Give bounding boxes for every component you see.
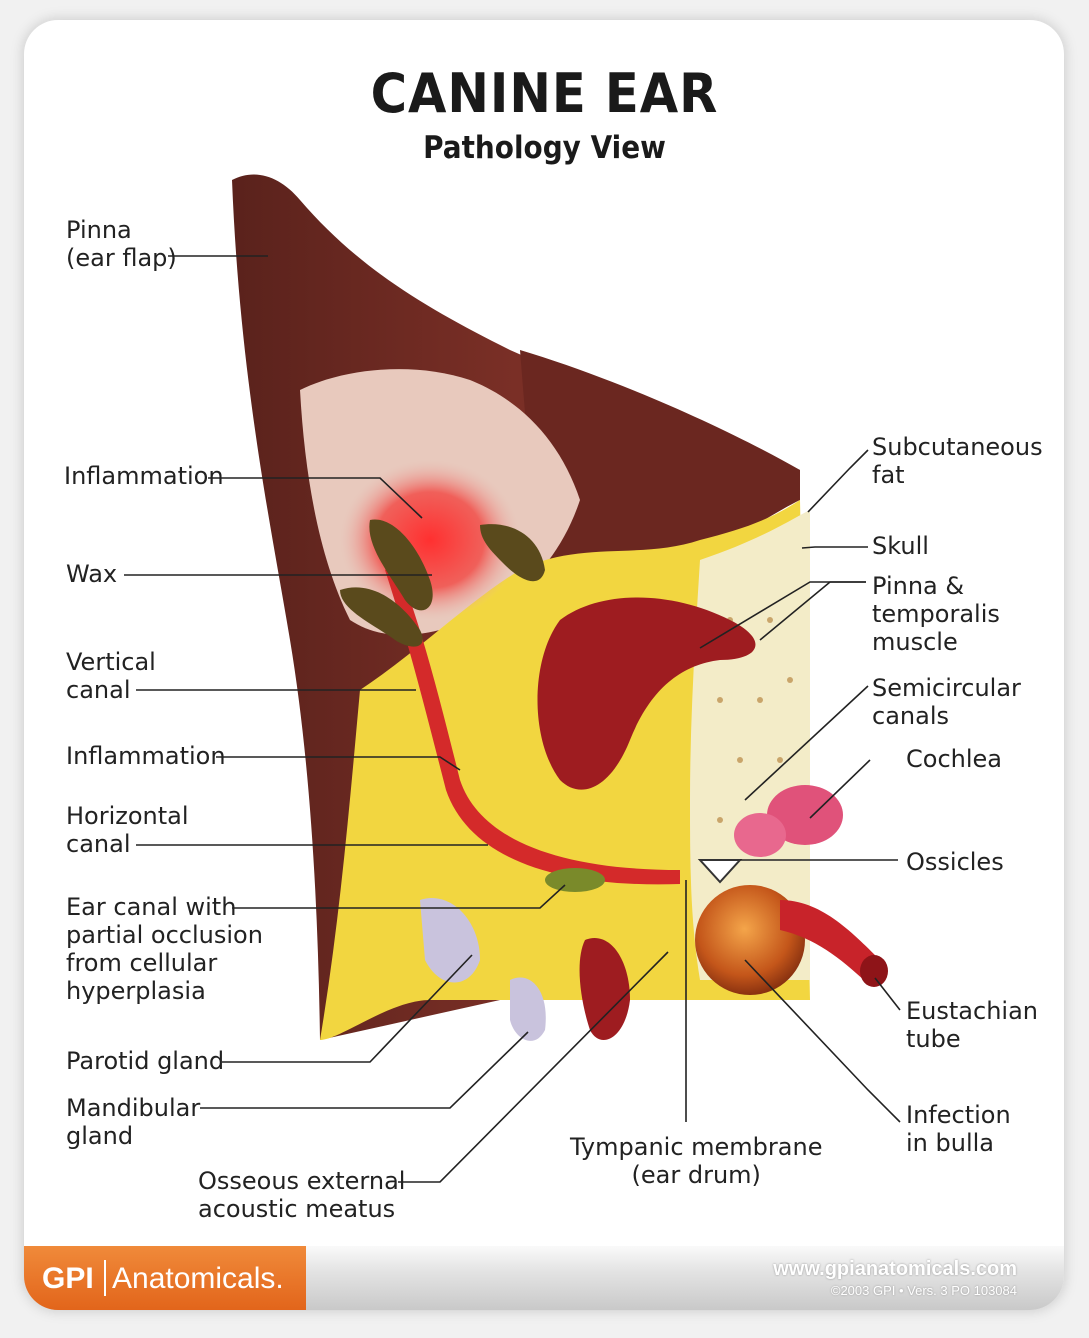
label-wax: Wax [66,560,118,588]
label-inflammation-upper: Inflammation [64,462,224,490]
wax-deposit [480,524,545,582]
eustachian-tube [780,900,880,982]
label-vertical-canal: Vertical canal [66,648,156,704]
label-infection-bulla: Infection in bulla [906,1101,1011,1157]
ear-canal [385,560,680,885]
page-subtitle: Pathology View [423,130,666,166]
label-mandibular-gland: Mandibular gland [66,1094,201,1150]
label-pinna: Pinna (ear flap) [66,216,177,272]
label-cochlea: Cochlea [906,745,1002,773]
label-ear-canal-occlusion: Ear canal with partial occlusion from ce… [66,893,263,1005]
label-osseous-meatus: Osseous external acoustic meatus [198,1167,406,1223]
brand-logo-name: Anatomicals. [112,1262,284,1295]
occlusion-mass [545,868,605,892]
label-subcutaneous-fat: Subcutaneous fat [872,433,1043,489]
label-skull: Skull [872,532,929,560]
label-semicircular-canals: Semicircular canals [872,674,1021,730]
label-pinna-temporalis: Pinna & temporalis muscle [872,572,1000,656]
brand-block [24,1246,306,1310]
label-inflammation-lower: Inflammation [66,742,226,770]
cochlea [767,785,843,845]
bulla [695,885,805,995]
wax-deposit [369,519,433,611]
label-ossicles: Ossicles [906,848,1004,876]
wax-deposit [340,587,423,647]
label-parotid-gland: Parotid gland [66,1047,225,1075]
inflammation-glow [340,460,520,620]
label-tympanic-membrane: Tympanic membrane (ear drum) [570,1133,823,1189]
muscle-lower [579,938,630,1040]
mandibular-gland [510,977,546,1041]
brand-divider [104,1260,106,1296]
leader-lines [124,255,901,1183]
page-title: CANINE EAR [370,62,719,125]
label-horizontal-canal: Horizontal canal [66,802,189,858]
footer-copyright: ©2003 GPI • Vers. 3 PO 103084 [830,1283,1017,1298]
label-eustachian-tube: Eustachian tube [906,997,1038,1053]
ossicles [697,859,743,884]
footer-url[interactable]: www.gpianatomicals.com [773,1258,1017,1280]
temporalis-muscle [537,597,756,790]
brand-logo-gpi: GPI [42,1262,94,1295]
